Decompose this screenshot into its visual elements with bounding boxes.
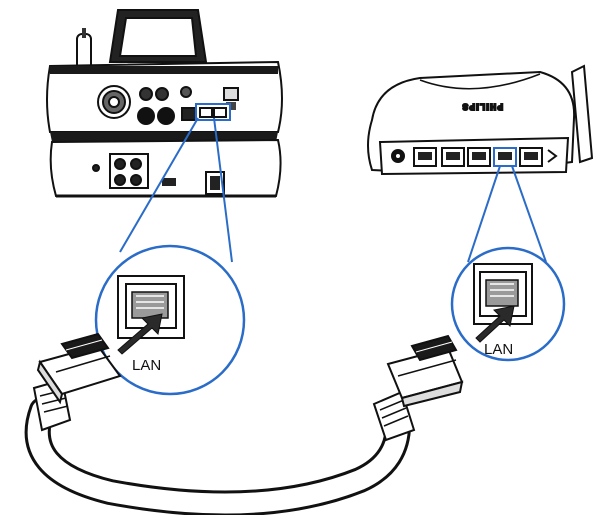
- rj45-connector-right: [386, 334, 464, 408]
- lan-label-left: LAN: [132, 357, 161, 374]
- rj45-connector-left: [36, 332, 122, 405]
- lan-port-zoom-right: LAN: [450, 165, 566, 362]
- wireless-router: PHILIPS: [367, 64, 594, 176]
- lan-label-right: LAN: [484, 341, 513, 358]
- router-brand-label: PHILIPS: [461, 102, 503, 111]
- lan-port-zoom-left: LAN: [94, 117, 246, 396]
- media-player-device: [46, 9, 283, 198]
- insert-arrow-icon: [475, 305, 515, 343]
- ethernet-cable: [24, 332, 464, 515]
- insert-arrow-icon: [117, 313, 163, 355]
